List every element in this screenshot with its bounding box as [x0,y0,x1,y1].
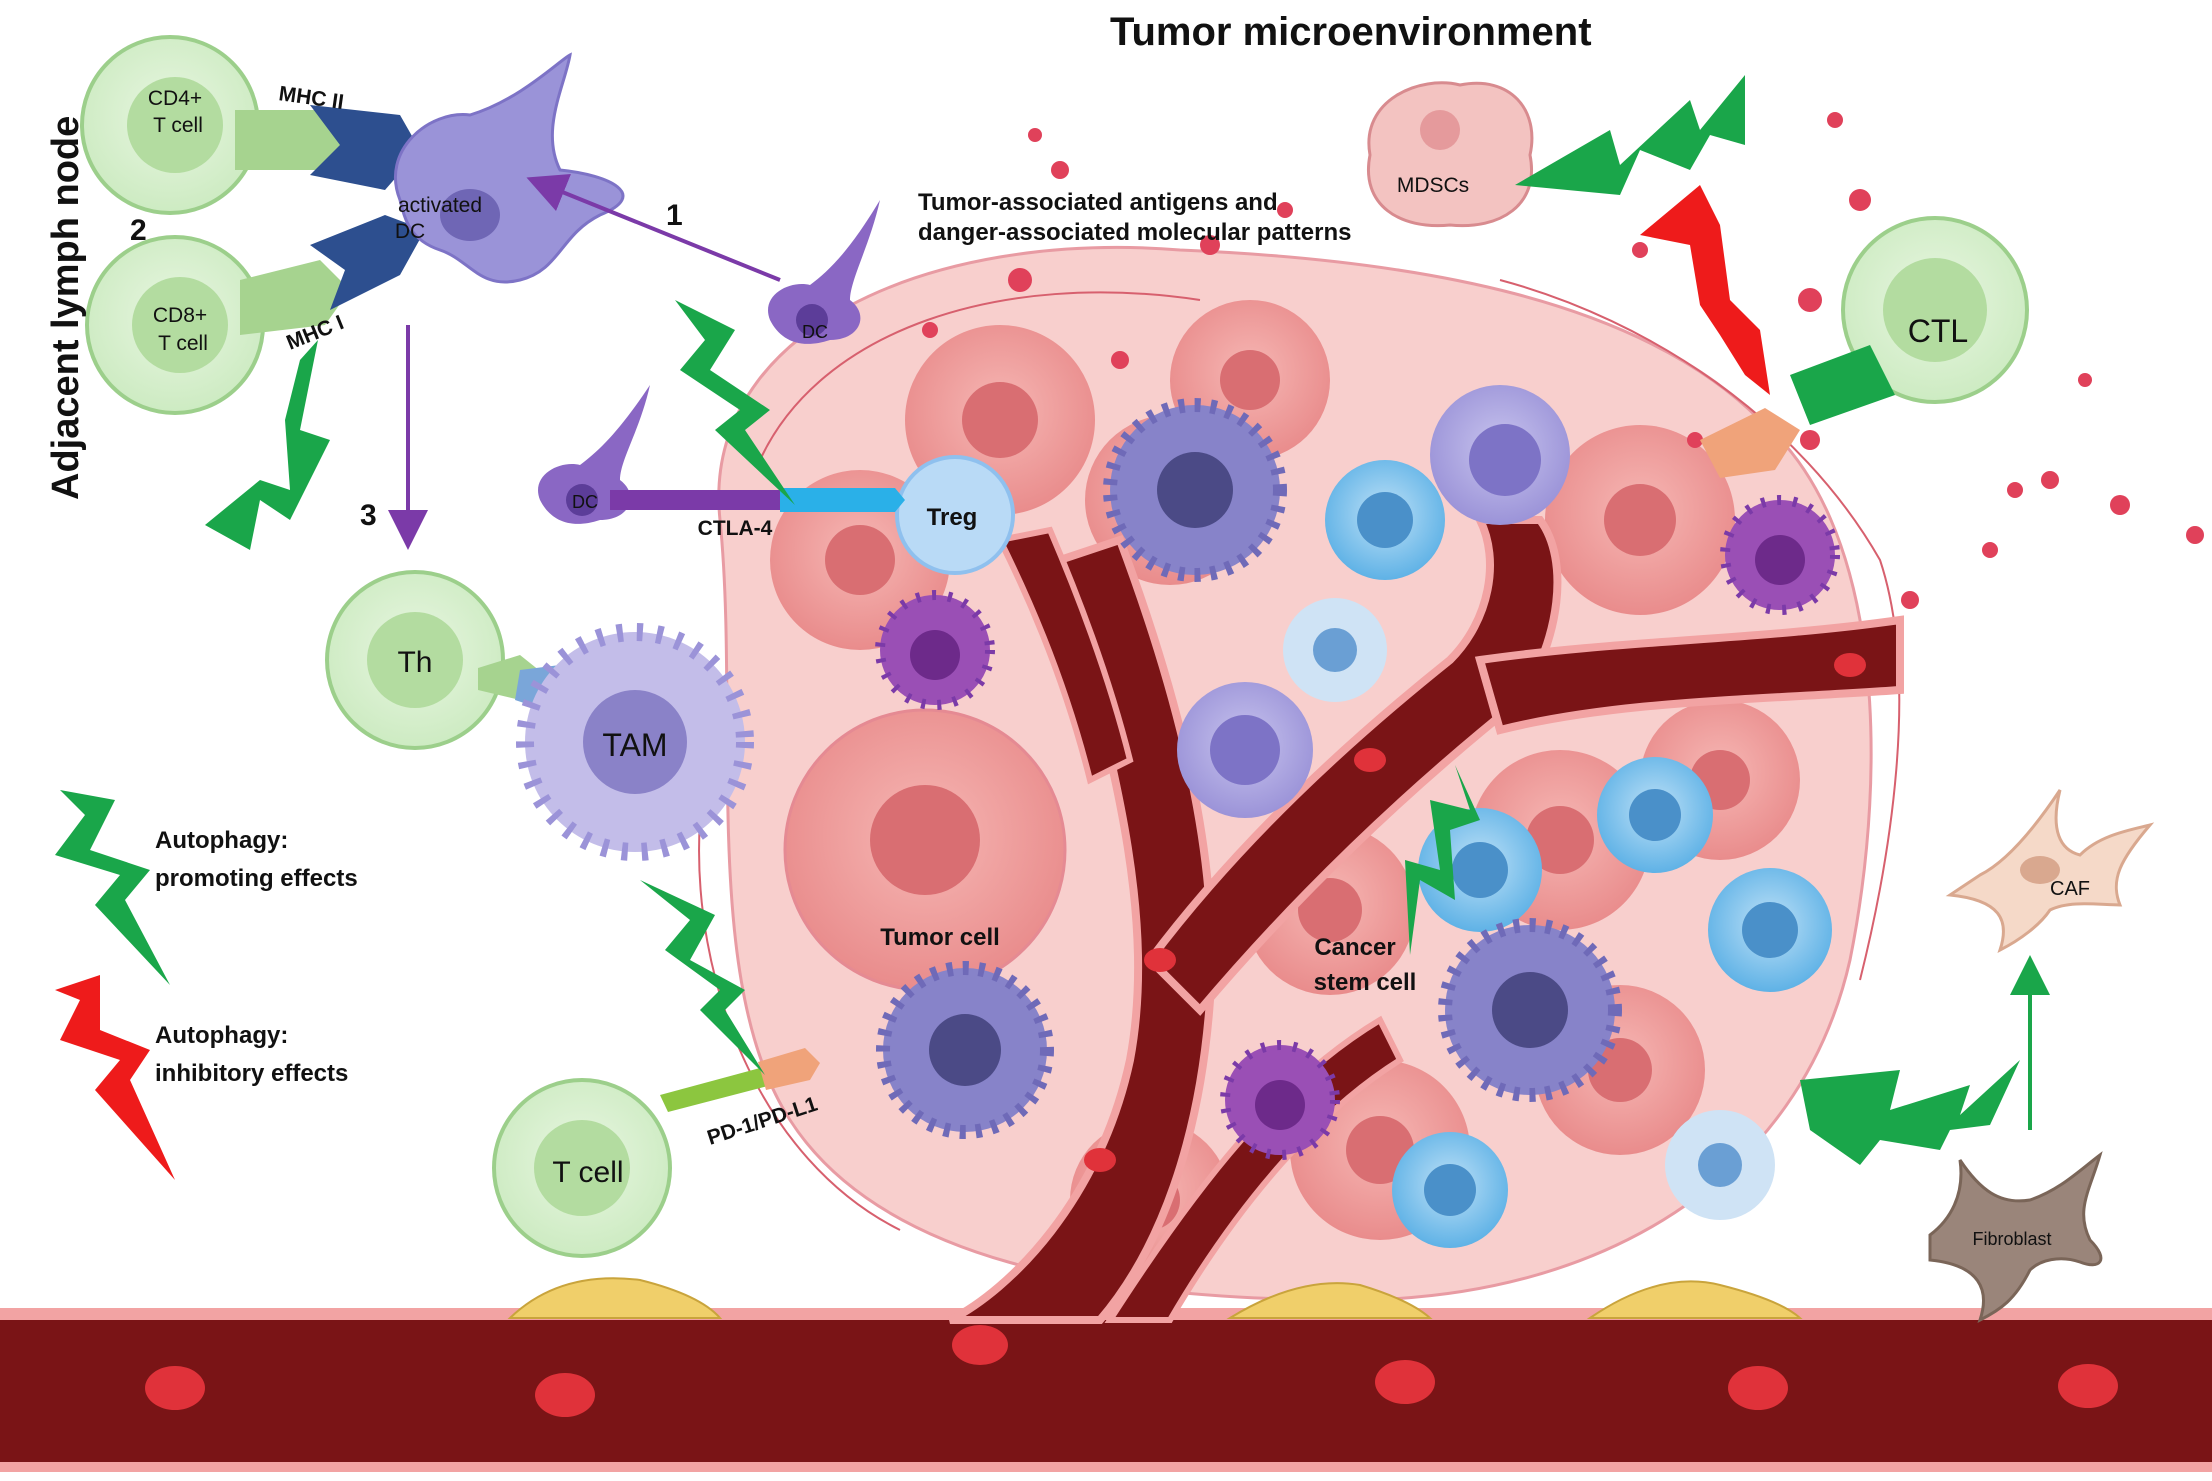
t-cell [492,1078,672,1258]
step-1: 1 [666,199,683,232]
ctl-label: CTL [1908,313,1968,349]
treg-label: Treg [927,504,978,531]
mdscs-cell [1367,81,1534,228]
tumor-dc-1 [875,590,995,710]
mhc1-receptor [240,260,350,335]
ctla4-bar-dc [610,490,785,510]
cd8-label-line2: T cell [158,332,208,355]
cancer-stem-line1: Cancer [1314,934,1395,961]
cd8-label-line1: CD8+ [153,304,207,327]
th-cell [325,570,505,750]
activated-dc [393,52,625,284]
tumor-cell-5 [1545,425,1735,615]
tumor-cell-label: Tumor cell [880,924,1000,951]
legend-inhibitory-line2: inhibitory effects [155,1060,348,1087]
cd8-t-cell [85,235,265,415]
treg-cell [895,455,1015,575]
cancer-stem-line2: stem cell [1314,969,1417,996]
pdl1-bar [758,1048,820,1090]
autophagy-inhibitory-bolts [55,185,1770,1180]
legend-promoting-line1: Autophagy: [155,827,288,854]
antigens-text-line1: Tumor-associated antigens and [918,189,1278,216]
mdscs-label: MDSCs [1397,174,1469,197]
step-2: 2 [130,214,147,247]
endothelial-cells [507,1277,1803,1319]
side-label: Adjacent lymph node [45,116,87,500]
lymphocyte-4 [1177,682,1313,818]
macrophage-1 [1103,398,1287,582]
diagram-title: Tumor microenvironment [1110,10,1592,54]
legend-bolt-green [55,790,170,985]
ctl-receptor [1790,345,1895,425]
lymphocyte-1 [1325,460,1445,580]
pd1-bar [660,1068,768,1112]
legend-inhibitory-line1: Autophagy: [155,1022,288,1049]
lymphocyte-6 [1708,868,1832,992]
lymphocyte-3 [1430,385,1570,525]
lymphocyte-9 [1665,1110,1775,1220]
dc-left [538,385,650,524]
lymphocyte-5 [1597,757,1713,873]
cd4-label-line2: T cell [153,114,203,137]
caf-label: CAF [2050,878,2090,900]
lymphocyte-2 [1283,598,1387,702]
macrophage-3 [876,961,1054,1139]
th-label: Th [397,646,432,679]
activated-dc-line2: DC [395,220,425,243]
bolt-pd1 [640,880,765,1075]
tumor-dc-3 [1220,1040,1340,1160]
vessel-branch-left [948,534,1216,1324]
mhc1-complex [310,215,425,310]
tam-cell [516,623,754,861]
main-vessel [0,1318,2212,1464]
immune-cells-tumor [875,385,1840,1248]
dc-top-label: DC [802,322,828,342]
fibroblast-label: Fibroblast [1972,1229,2051,1249]
arrow-1 [526,173,781,282]
mhc2-complex [310,105,420,190]
vessel-branch-right [1474,615,1904,735]
vessel-branch-center [1144,516,1562,1016]
tumor-cell-large [783,708,1067,992]
ctla4-bar-treg [780,488,905,512]
macrophage-2 [1438,918,1622,1102]
bolt-caf [1800,1060,2020,1165]
activated-dc-line1: activated [398,194,482,217]
bolt-ctl [1640,185,1770,395]
dc-left-label: DC [572,492,598,512]
lymphocyte-8 [1392,1132,1508,1248]
dc-top [768,200,880,344]
legend-bolt-red [55,975,175,1180]
autophagy-promoting-bolts [55,75,2020,1165]
ctl-target [1700,408,1800,478]
tumor-dc-2 [1720,495,1840,615]
bolt-dc [675,300,795,505]
bolt-stem [1405,765,1480,955]
step-3: 3 [360,499,377,532]
cd4-label-line1: CD4+ [148,87,202,110]
antigen-dots [922,112,2204,609]
t-cell-label: T cell [552,1156,623,1189]
cd4-t-cell [80,35,260,215]
caf-cell [1945,789,2155,953]
antigens-text-line2: danger-associated molecular patterns [918,219,1351,246]
legend-promoting-line2: promoting effects [155,865,358,892]
ctla4-label: CTLA-4 [698,517,773,540]
fibroblast-cell [1928,1151,2103,1323]
mhc2-label: MHC II [277,82,345,114]
bolt-mdscs [1515,75,1745,195]
bolt-lymph [205,340,330,550]
tam-label: TAM [602,727,667,763]
ctl-cell [1841,216,2029,404]
vessel-branch-treg [995,526,1134,785]
